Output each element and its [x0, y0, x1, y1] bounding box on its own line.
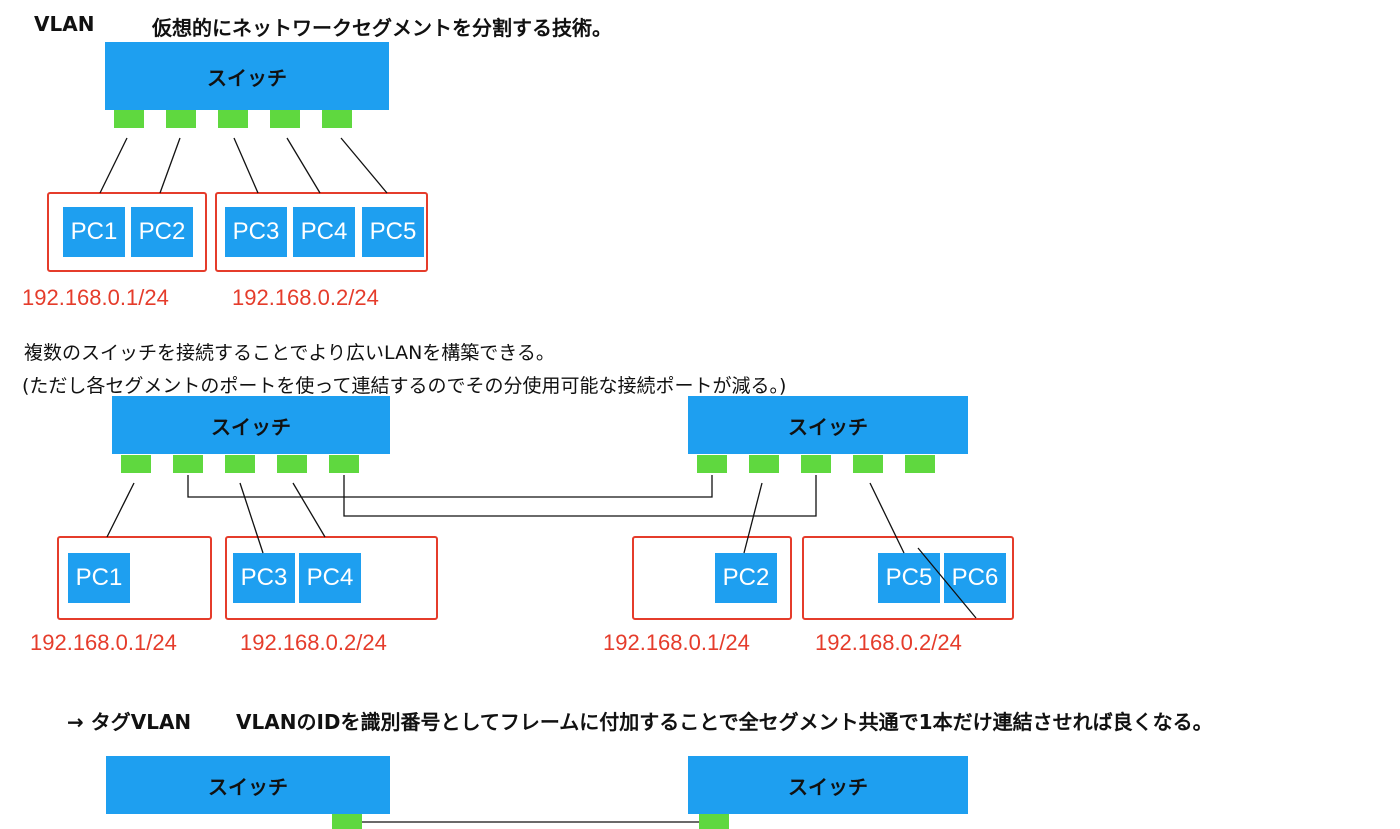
link-line: [239, 482, 264, 554]
switch-port: [173, 455, 203, 473]
trunk-port: [332, 814, 362, 829]
link-line: [869, 482, 905, 554]
switch-left: スイッチ: [112, 396, 390, 454]
link-line: [233, 137, 259, 194]
vlan-term: VLAN: [34, 12, 95, 36]
segment-box: [215, 192, 428, 272]
pc: PC3: [225, 207, 287, 257]
ip-label: 192.168.0.1/24: [30, 630, 177, 655]
trunk-port: [699, 814, 729, 829]
pc: PC4: [299, 553, 361, 603]
switch-port: [121, 455, 151, 473]
switch-port: [749, 455, 779, 473]
link-line: [159, 137, 181, 194]
switch-label: スイッチ: [788, 774, 868, 799]
switch-port: [166, 110, 196, 128]
switch-label: スイッチ: [788, 414, 868, 439]
ip-label: 192.168.0.2/24: [232, 285, 379, 310]
switch-port: [218, 110, 248, 128]
inter-switch-link: [343, 475, 817, 517]
switch-port: [270, 110, 300, 128]
switch-port: [225, 455, 255, 473]
text-line: 複数のスイッチを接続することでより広いLANを構築できる。: [24, 342, 555, 364]
segment-box: [802, 536, 1014, 620]
ip-label: 192.168.0.1/24: [603, 630, 750, 655]
switch-right: スイッチ: [688, 396, 968, 454]
pc: PC2: [715, 553, 777, 603]
switch-label: スイッチ: [211, 414, 291, 439]
segment-box: [47, 192, 207, 272]
switch-port: [329, 455, 359, 473]
pc: PC3: [233, 553, 295, 603]
link-line: [99, 137, 128, 194]
tag-vlan-term: → タグVLAN: [67, 710, 192, 734]
ip-label: 192.168.0.2/24: [240, 630, 387, 655]
link-line: [917, 547, 977, 619]
ip-label: 192.168.0.1/24: [22, 285, 169, 310]
text-line: (ただし各セグメントのポートを使って連結するのでその分使用可能な接続ポートが減る…: [22, 375, 787, 397]
pc: PC5: [362, 207, 424, 257]
link-line: [286, 137, 321, 194]
switch: スイッチ: [105, 42, 389, 110]
pc: PC6: [944, 553, 1006, 603]
switch-port: [322, 110, 352, 128]
link-line: [106, 482, 135, 538]
segment-box: [57, 536, 212, 620]
switch-port: [801, 455, 831, 473]
pc: PC1: [63, 207, 125, 257]
link-line: [292, 482, 326, 538]
switch-label: スイッチ: [208, 774, 288, 799]
inter-switch-link: [187, 475, 713, 498]
switch-port: [114, 110, 144, 128]
link-line: [743, 482, 763, 554]
segment-box: [632, 536, 792, 620]
ip-label: 192.168.0.2/24: [815, 630, 962, 655]
switch-left: スイッチ: [106, 756, 390, 814]
vlan-definition: 仮想的にネットワークセグメントを分割する技術。: [152, 16, 612, 40]
pc: PC2: [131, 207, 193, 257]
switch-port: [905, 455, 935, 473]
switch-port: [277, 455, 307, 473]
switch-label: スイッチ: [207, 65, 287, 90]
switch-port: [697, 455, 727, 473]
link-line: [340, 137, 388, 194]
switch-port: [853, 455, 883, 473]
switch-right: スイッチ: [688, 756, 968, 814]
pc: PC4: [293, 207, 355, 257]
pc: PC1: [68, 553, 130, 603]
tag-vlan-definition: VLANのIDを識別番号としてフレームに付加することで全セグメント共通で1本だけ…: [236, 710, 1213, 734]
segment-box: [225, 536, 438, 620]
